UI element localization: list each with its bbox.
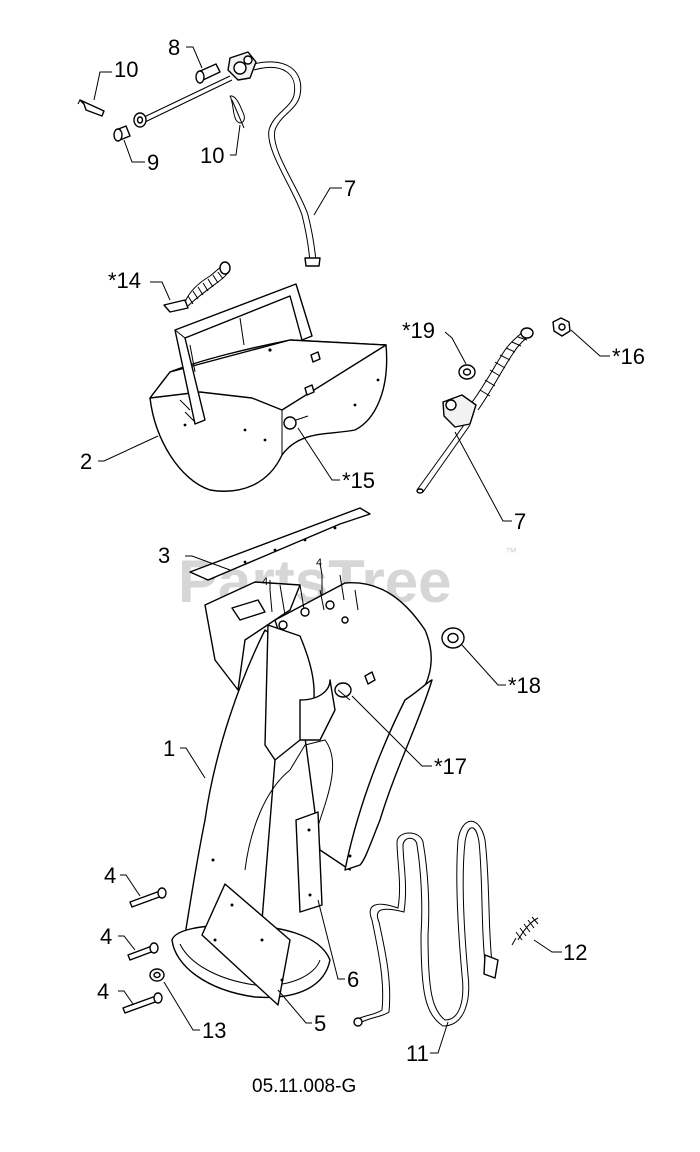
drawing-code: 05.11.008-G [252,1076,356,1097]
deflector-plate [189,507,371,581]
callout-17: *17 [434,754,467,779]
callout-15: *15 [342,468,375,493]
callout-16: *16 [612,344,645,369]
callout-13: 13 [202,1018,226,1043]
callout-5: 5 [314,1011,326,1036]
watermark-trademark: ™ [505,545,517,559]
callout-19: *19 [402,318,435,343]
callout-4-small-a: 4 [262,576,268,588]
callout-1: 1 [163,736,175,761]
callout-8: 8 [168,35,180,60]
callout-10b: 10 [200,143,224,168]
callout-4a: 4 [104,863,116,888]
callout-10a: 10 [114,57,138,82]
callout-18: *18 [508,673,541,698]
upper-deflector [149,261,388,492]
callout-4-small-b: 4 [316,557,322,569]
callout-4c: 4 [97,979,109,1004]
callout-6: 6 [347,967,359,992]
callout-2: 2 [80,449,92,474]
right-cable-assembly [416,317,571,494]
callout-9: 9 [147,150,159,175]
callout-12: 12 [563,940,587,965]
bolts-left [122,887,167,1014]
nut-18 [441,627,465,649]
callout-4b: 4 [100,924,112,949]
main-chute [171,574,433,1006]
callout-7a: 7 [344,176,356,201]
callout-11: 11 [406,1041,429,1066]
callout-labels: 10 8 9 10 7 *14 *19 *16 2 *15 7 3 4 4 *1… [80,35,645,1066]
callout-3: 3 [158,543,170,568]
control-rod [353,820,539,1027]
leader-lines [93,46,610,1054]
callout-7b: 7 [514,509,526,534]
cable-assembly-top [77,51,321,267]
callout-14: *14 [108,268,141,293]
